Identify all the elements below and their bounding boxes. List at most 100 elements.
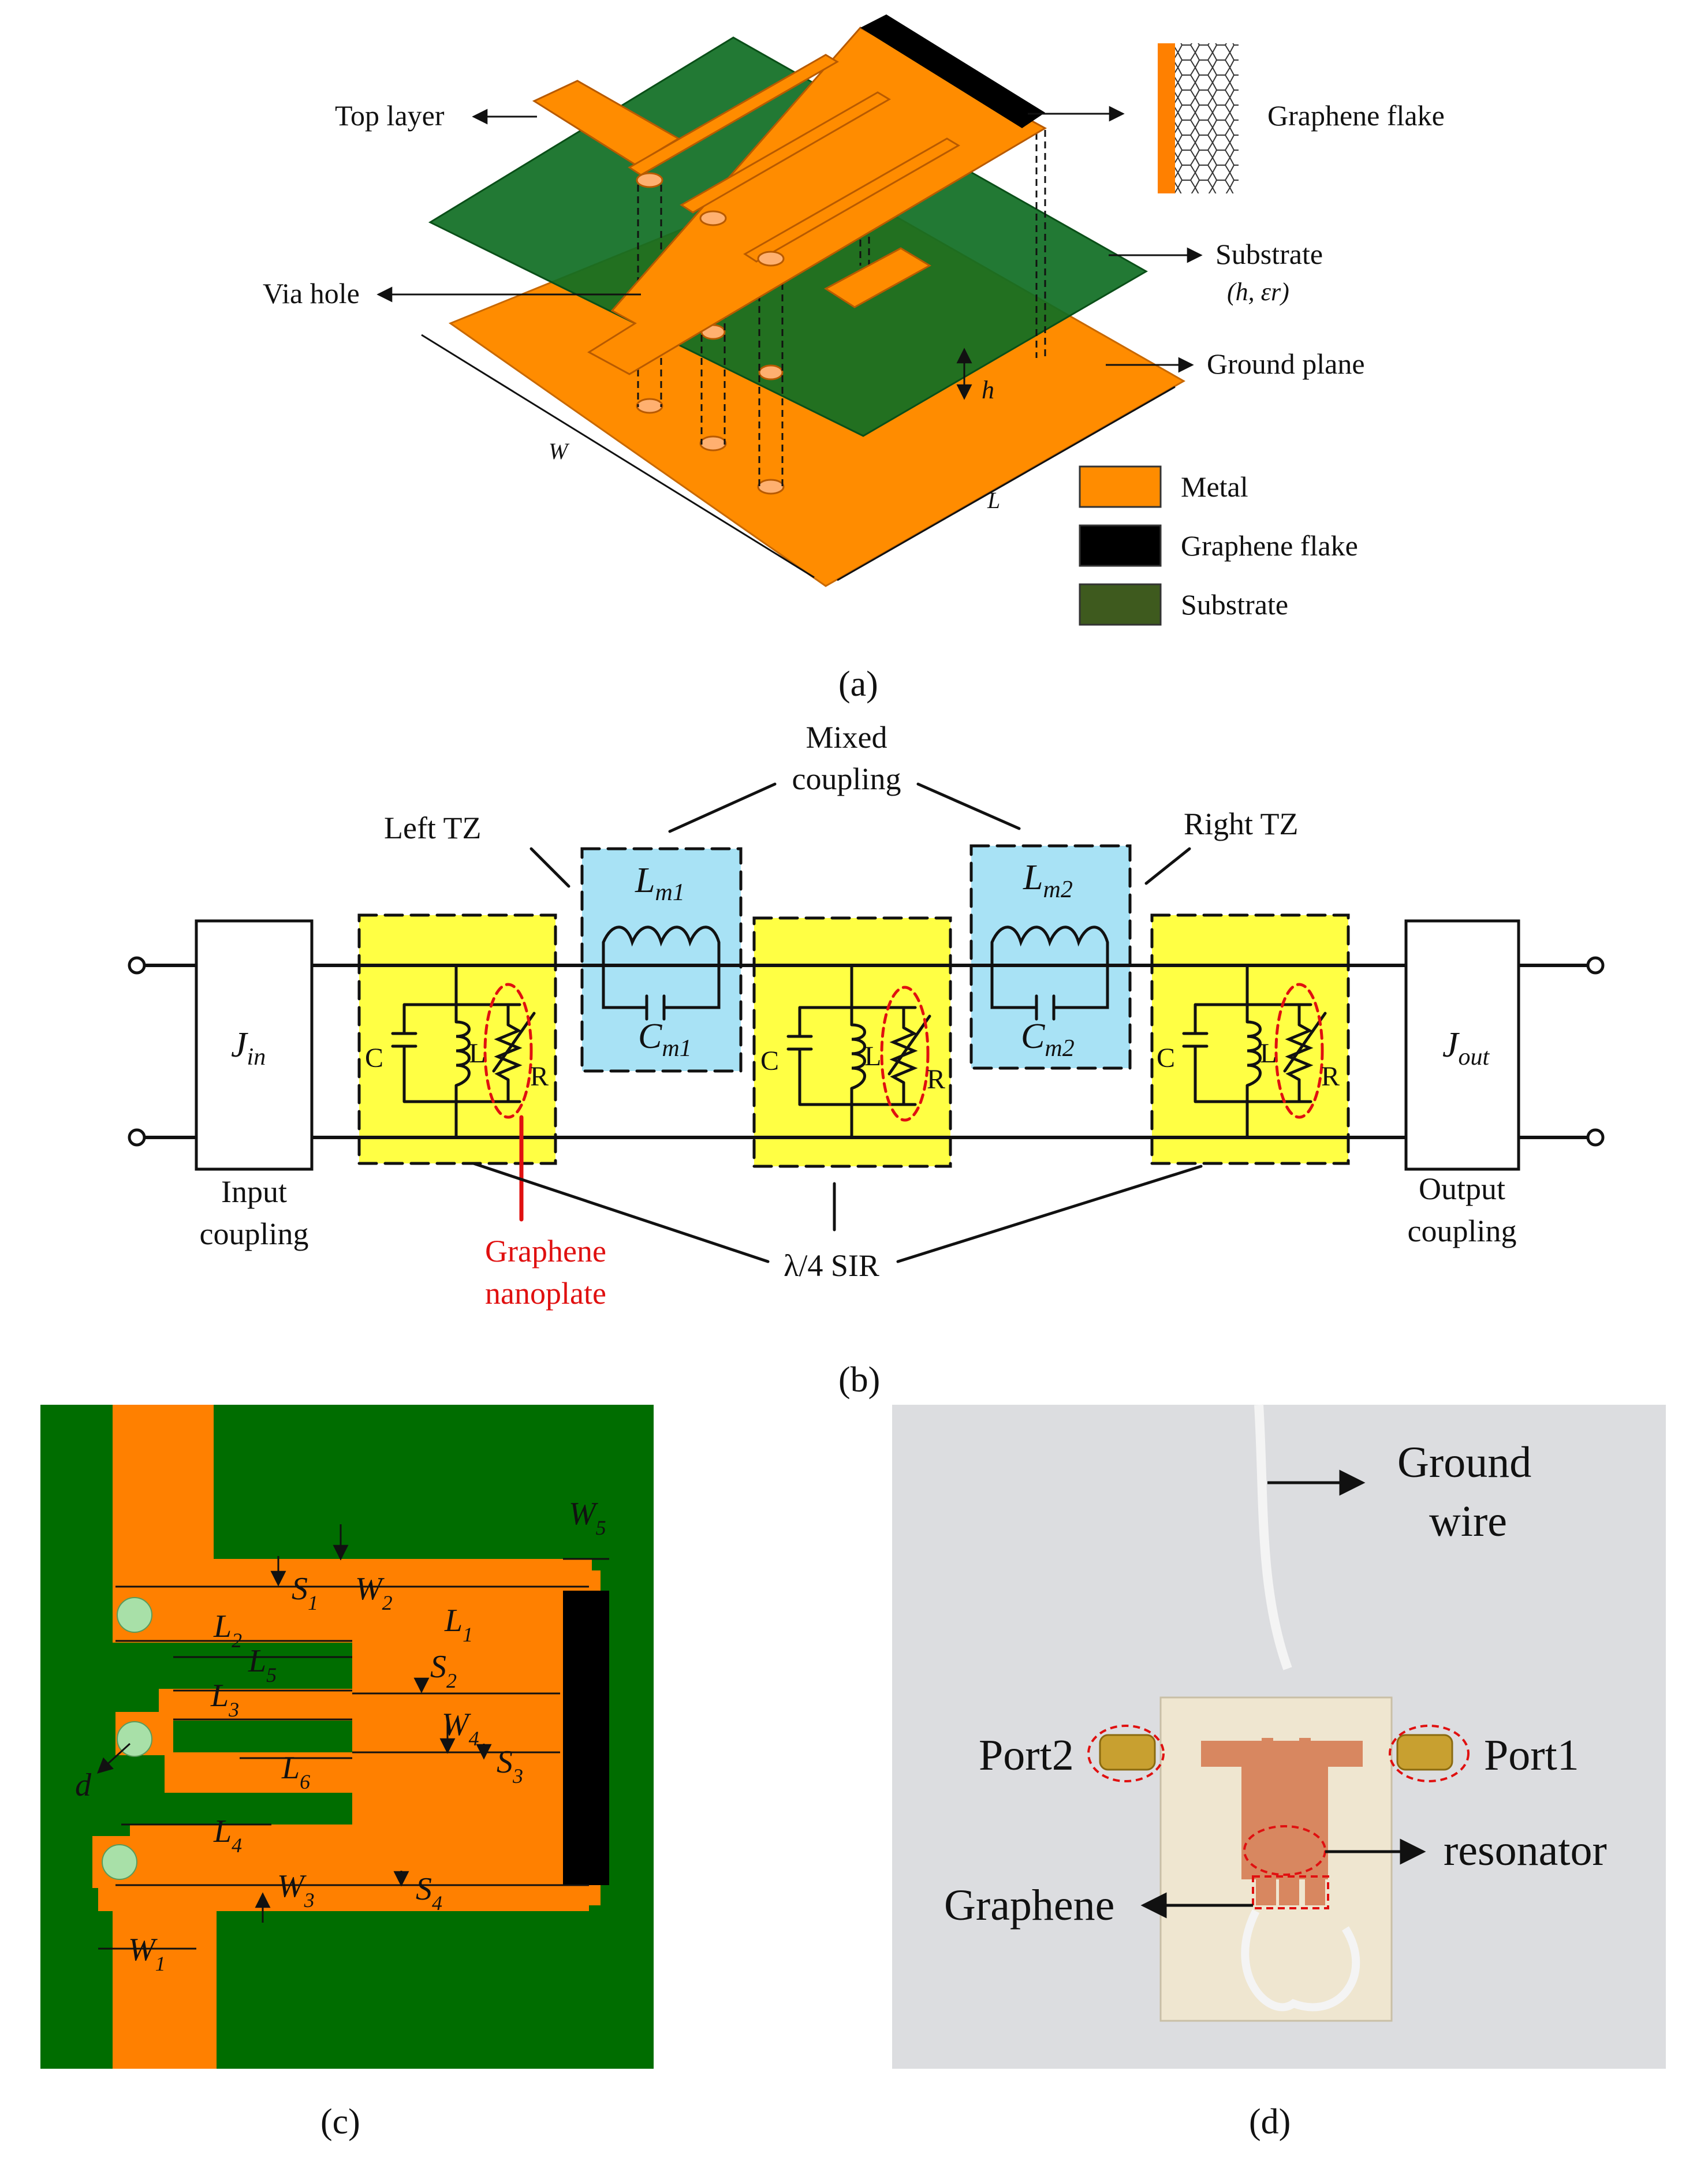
transmission-lines (143, 964, 1590, 1139)
terminals (128, 956, 1605, 1147)
input-coupling-label-1: Input (221, 1174, 287, 1209)
sma-connectors (1099, 1734, 1453, 1771)
input-coupling-box (195, 919, 314, 1171)
metal-traces (92, 1405, 592, 2069)
legend-metal: Metal (1181, 471, 1248, 503)
input-coupling-label-2: coupling (200, 1217, 309, 1251)
graphene-nanoplate-label-2: nanoplate (485, 1276, 606, 1311)
legend-graphene: Graphene flake (1181, 529, 1358, 562)
dim-l3: L3 (210, 1678, 239, 1721)
graphene-strip-c (563, 1591, 609, 1885)
top-vias (636, 172, 785, 267)
caption-c: (c) (320, 2102, 360, 2141)
graphene-flake-label: Graphene flake (1267, 99, 1445, 132)
dim-s1: S1 (292, 1571, 318, 1614)
l-label-left: L (469, 1038, 486, 1069)
resonator-label: resonator (1444, 1826, 1607, 1875)
dim-l1: L1 (444, 1603, 473, 1646)
caption-d: (d) (1249, 2102, 1291, 2141)
copper-traces-photo (1201, 1738, 1363, 1905)
dim-l4: L4 (213, 1814, 242, 1857)
c-label-mid: C (760, 1046, 779, 1076)
right-tz-label: Right TZ (1184, 807, 1299, 841)
bottom-wire-loop (1241, 1909, 1360, 2012)
dim-s4: S4 (416, 1871, 442, 1915)
panel-c: W5 S1 W2 L2 L1 L5 S2 L3 W4 S3 L6 d L4 W3… (40, 1405, 654, 2141)
substrate-params-label: (h, εr) (1227, 278, 1289, 306)
dimension-lines (97, 1524, 609, 1950)
dim-l: L (987, 487, 1000, 513)
dim-w4: W4 (442, 1707, 479, 1750)
dim-w3: W3 (277, 1868, 315, 1912)
graphene-inset-metal (1158, 43, 1175, 193)
coupling-box-right (969, 844, 1132, 1070)
dim-w2: W2 (355, 1571, 393, 1614)
jin-label: Jin (231, 1025, 266, 1070)
panel-d: Ground wire Port2 Port1 resonator Graphe… (892, 1404, 1666, 2141)
dim-d: d (75, 1767, 92, 1803)
legend-swatch-metal (1079, 465, 1162, 508)
mixed-coupling-label-1: Mixed (806, 720, 887, 755)
l-label-right: L (1260, 1038, 1277, 1069)
top-layer-label: Top layer (335, 99, 445, 132)
mixed-coupling-label-2: coupling (792, 762, 901, 796)
graphene-nanoplate-label-1: Graphene (485, 1234, 606, 1268)
ground-wire-label-1: Ground (1397, 1438, 1531, 1487)
via-hole-label: Via hole (263, 277, 360, 309)
dim-w-line (421, 334, 815, 579)
output-coupling-label-1: Output (1419, 1171, 1505, 1206)
coupling-box-left (580, 847, 743, 1073)
dim-l-line (837, 386, 1176, 581)
graphene-ellipses (483, 983, 1324, 1122)
left-tz-label: Left TZ (384, 811, 481, 845)
c-label-left: C (365, 1043, 383, 1073)
legend-swatch-graphene (1079, 524, 1162, 567)
graphene-strip (860, 14, 1045, 128)
ground-wire-label-2: wire (1429, 1497, 1507, 1546)
panel-a: W L h Top layer Via hole Graphene flake … (263, 14, 1445, 704)
graphene-label: Graphene (944, 1881, 1114, 1930)
substrate-label: Substrate (1215, 238, 1323, 270)
caption-a: (a) (838, 665, 878, 704)
pad-bottom (566, 1885, 601, 1905)
sir-label: λ/4 SIR (784, 1248, 879, 1283)
dim-s2: S2 (430, 1649, 457, 1692)
cm2-label: Cm2 (1021, 1017, 1075, 1062)
legend: Metal Graphene flake Substrate (1079, 465, 1358, 626)
port1-label: Port1 (1484, 1731, 1579, 1779)
top-layer-metal (532, 27, 1047, 375)
dim-w1: W1 (128, 1932, 166, 1975)
ground-vias (636, 398, 785, 495)
lm2-label: Lm2 (1023, 858, 1073, 903)
legend-substrate: Substrate (1181, 588, 1288, 621)
caption-b: (b) (838, 1360, 880, 1400)
ground-wire-photo (1254, 1404, 1292, 1670)
jout-label: Jout (1442, 1025, 1490, 1070)
dim-h: h (982, 376, 994, 404)
dim-l5: L5 (248, 1643, 277, 1687)
output-coupling-label-2: coupling (1408, 1214, 1517, 1248)
lm1-label: Lm1 (635, 861, 685, 906)
port2-label: Port2 (979, 1731, 1074, 1779)
pad-top (566, 1570, 601, 1591)
dim-l6: L6 (281, 1750, 310, 1793)
r-label-left: R (530, 1061, 549, 1092)
cm1-label: Cm1 (638, 1017, 692, 1062)
r-label-mid: R (927, 1064, 945, 1095)
dim-w: W (549, 438, 570, 464)
output-coupling-box (1404, 919, 1520, 1171)
r-label-right: R (1321, 1061, 1340, 1092)
resonator-circuits (391, 926, 1327, 1139)
dim-l2: L2 (213, 1609, 242, 1652)
panel-b: Mixed coupling Left TZ Right TZ Lm1 Cm1 … (128, 720, 1605, 1400)
legend-swatch-substrate (1079, 583, 1162, 626)
l-label-mid: L (864, 1041, 881, 1072)
graphene-inset-hex (1175, 43, 1239, 193)
c-label-right: C (1157, 1043, 1175, 1073)
dim-labels-c: W5 S1 W2 L2 L1 L5 S2 L3 W4 S3 L6 d L4 W3… (75, 1496, 606, 1975)
dim-w5: W5 (569, 1496, 606, 1539)
annotation-lines (472, 782, 1203, 1263)
dim-s3: S3 (497, 1744, 523, 1788)
resonator-box-right (1150, 913, 1350, 1165)
